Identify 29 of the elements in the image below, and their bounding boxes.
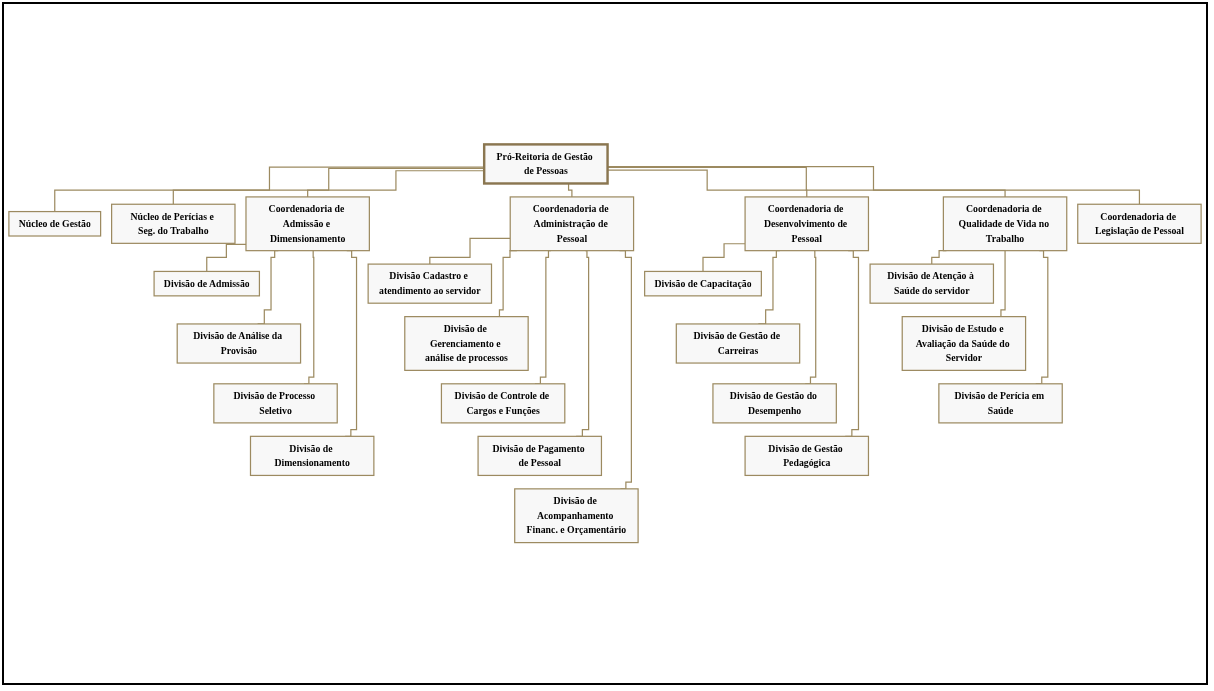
node-box: Coordenadoria de Legislação de Pessoal [1077, 203, 1202, 244]
node-box: Divisão de Estudo e Avaliação da Saúde do Servidor [901, 316, 1027, 371]
node-box: Divisão Cadastro e atendimento ao servidor [367, 263, 493, 304]
node-box: Divisão de Análise da Provisão [176, 323, 302, 364]
node-box: Divisão de Dimensionamento [249, 435, 375, 477]
connector [54, 166, 485, 213]
node-box: Coordenadoria de Admissão e Dimensionamento [245, 196, 370, 252]
node-box: Divisão de Gerenciamento e análise de processos [404, 316, 529, 371]
node-box: Divisão de Capacitação [644, 270, 762, 297]
node-box: Núcleo de Gestão [8, 210, 102, 237]
node-box: Divisão de Pagamento de Pessoal [477, 435, 603, 477]
connector [429, 237, 511, 265]
node-box: Divisão de Admissão [153, 270, 261, 297]
node-box: Coordenadoria de Qualidade de Vida no Trabalho [942, 196, 1068, 252]
node-box: Divisão de Controle de Cargos e Funções [440, 383, 566, 424]
node-box: Divisão de Atenção à Saúde do servidor [869, 263, 995, 304]
node-box: Divisão de Perícia em Saúde [938, 383, 1063, 424]
node-box: Divisão de Gestão do Desempenho [712, 383, 837, 424]
node-box: Coordenadoria de Administração de Pessoal [509, 196, 635, 252]
node-box: Pró-Reitoria de Gestão de Pessoas [482, 143, 609, 185]
node-box: Divisão de Acompanhamento Financ. e Orçamentário [514, 488, 639, 544]
connector [172, 167, 485, 205]
node-box: Divisão de Processo Seletivo [213, 383, 338, 424]
node-box: Divisão de Gestão Pedagógica [744, 435, 870, 477]
node-box: Coordenadoria de Desenvolvimento de Pessoal [744, 196, 870, 252]
connector [702, 243, 746, 273]
connector [307, 170, 485, 198]
node-box: Núcleo de Perícias e Seg. do Trabalho [111, 203, 236, 244]
node-box: Divisão de Gestão de Carreiras [675, 323, 801, 364]
